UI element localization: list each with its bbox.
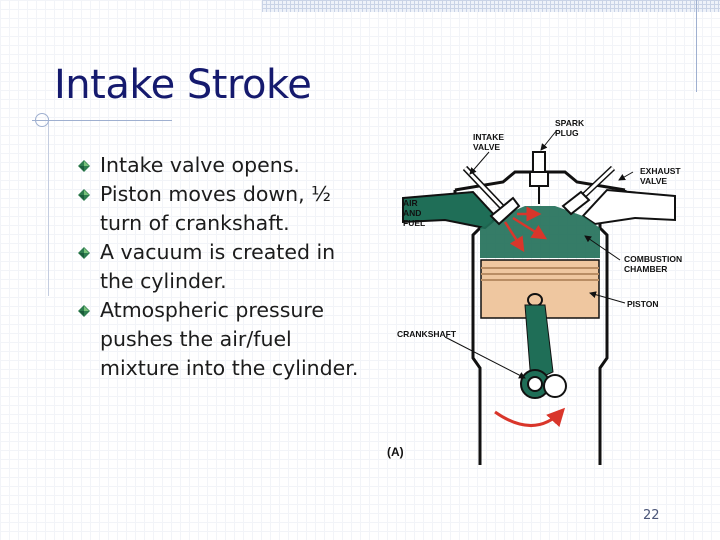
diamond-bullet-icon — [78, 305, 90, 317]
label-intake-valve: INTAKE VALVE — [473, 132, 506, 152]
bullet-text: Intake valve opens. — [100, 153, 300, 177]
label-spark-plug: SPARK PLUG — [555, 118, 587, 138]
crankshaft — [520, 369, 567, 399]
decor-line-left — [48, 118, 49, 296]
bullet-text: turn of crankshaft. — [100, 211, 290, 235]
exhaust-valve — [561, 165, 616, 216]
label-air-fuel: AIR AND FUEL — [403, 198, 425, 228]
connecting-rod — [524, 304, 554, 383]
diamond-bullet-icon — [78, 247, 90, 259]
label-combustion-chamber: COMBUSTION CHAMBER — [624, 254, 684, 274]
bullet-item: Intake valve opens. — [76, 151, 376, 180]
rotation-arrow — [494, 407, 566, 428]
decor-line-vertical — [696, 0, 697, 92]
bullet-item: A vacuum is created in the cylinder. — [76, 238, 376, 296]
diamond-bullet-icon — [78, 189, 90, 201]
bullet-text: Atmospheric pressure — [100, 298, 324, 322]
bullet-text: A vacuum is created in — [100, 240, 336, 264]
slide-title: Intake Stroke — [54, 62, 312, 108]
label-exhaust-valve: EXHAUST VALVE — [640, 166, 683, 186]
bullet-text: pushes the air/fuel — [100, 327, 292, 351]
bullet-text: Piston moves down, ½ — [100, 182, 332, 206]
bullet-item: Piston moves down, ½ turn of crankshaft. — [76, 180, 376, 238]
bullet-text: mixture into the cylinder. — [100, 356, 359, 380]
airflow-arrows — [503, 206, 548, 253]
bullet-list: Intake valve opens. Piston moves down, ½… — [76, 151, 376, 383]
spark-plug — [529, 151, 549, 204]
label-crankshaft: CRANKSHAFT — [397, 329, 457, 339]
exhaust-port — [581, 188, 676, 226]
label-piston: PISTON — [627, 299, 659, 309]
diamond-bullet-icon — [78, 160, 90, 172]
figure-tag: (A) — [387, 445, 404, 459]
engine-intake-diagram: INTAKE VALVE SPARK PLUG EXHAUST VALVE AI… — [387, 118, 684, 465]
decor-line-horizontal — [32, 120, 172, 121]
page-number: 22 — [643, 508, 660, 523]
callout-lines — [444, 129, 634, 379]
bullet-item: Atmospheric pressure pushes the air/fuel… — [76, 296, 376, 383]
header-band — [262, 0, 720, 12]
bullet-text: the cylinder. — [100, 269, 227, 293]
decor-circle — [35, 113, 49, 127]
